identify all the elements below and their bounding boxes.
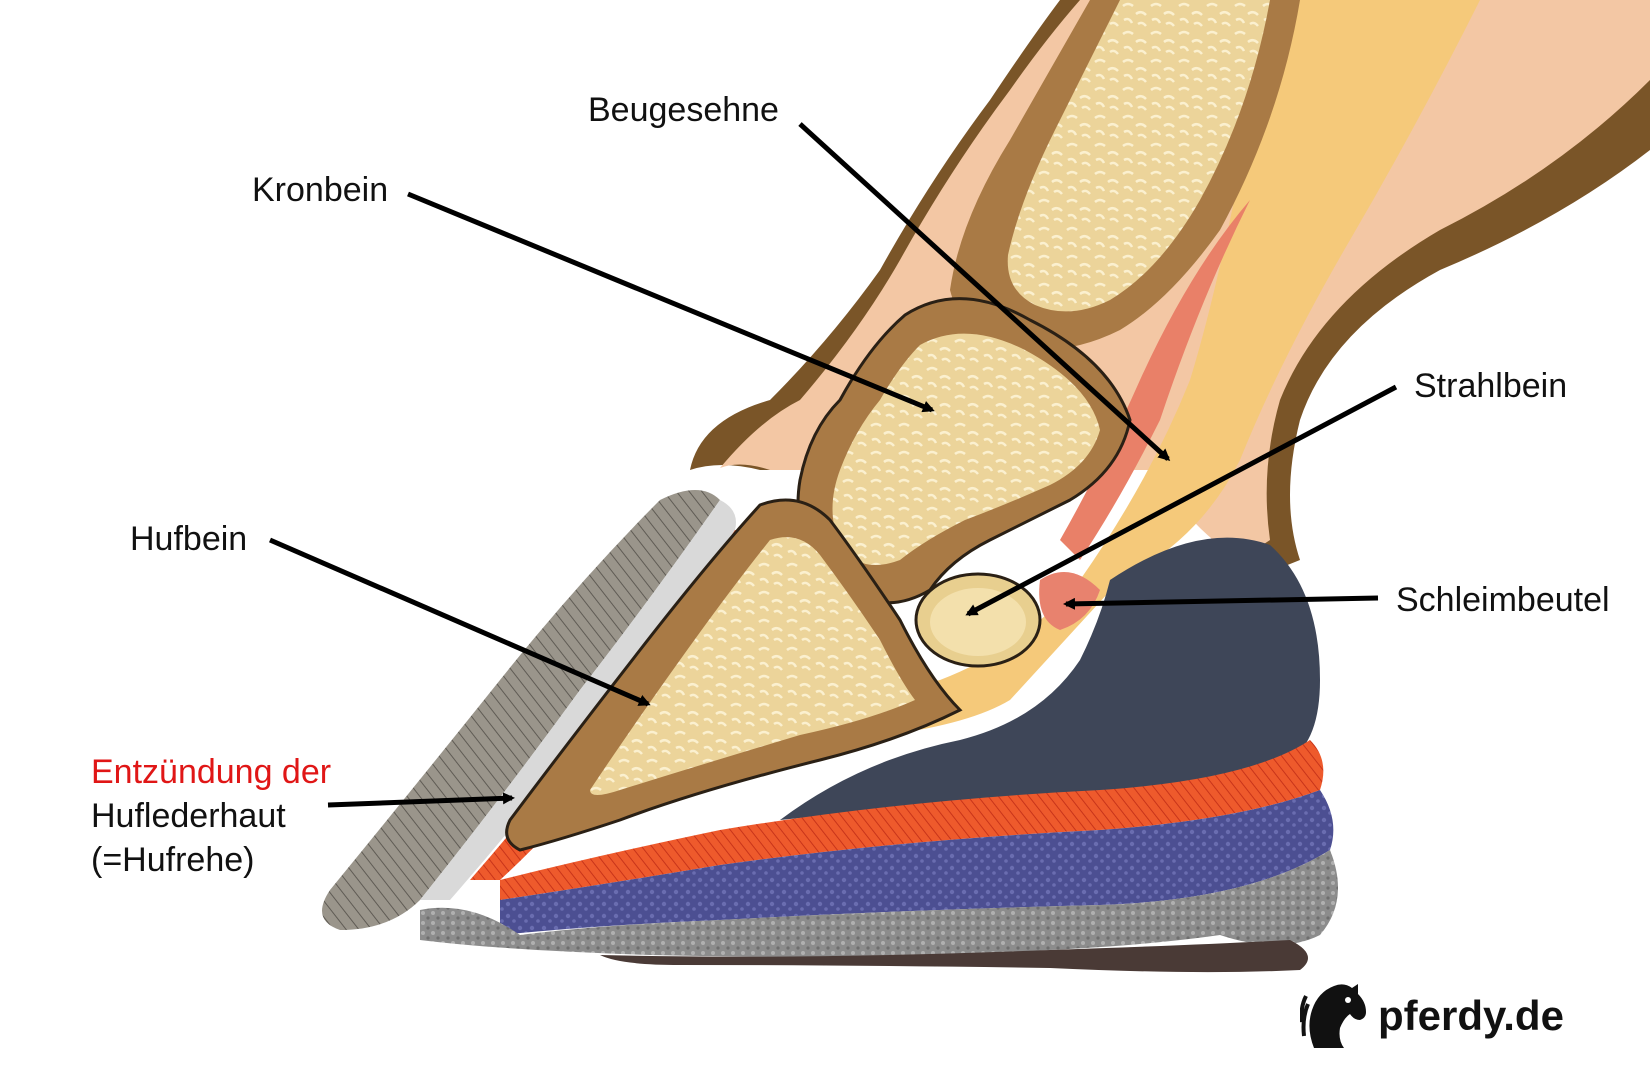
digital-cushion <box>780 537 1320 820</box>
flexor-tendon-shape <box>780 0 1480 740</box>
label-strahlbein: Strahlbein <box>1414 367 1568 405</box>
sole-laminae <box>500 740 1324 900</box>
arrow-strahlbein <box>965 384 1398 617</box>
sole <box>500 790 1334 935</box>
arrow-kronbein <box>407 191 935 413</box>
hoof-wall <box>322 490 720 930</box>
arrow-hufbein <box>269 537 651 707</box>
short-pastern-marrow <box>832 333 1100 565</box>
arrow-schleimbeutel <box>1063 595 1379 610</box>
label-entzuendung-line1: Entzündung der <box>91 753 332 791</box>
label-hufbein: Hufbein <box>130 520 248 558</box>
long-pastern-marrow <box>1007 0 1270 312</box>
label-entzuendung-line3: (=Hufrehe) <box>91 841 255 879</box>
frog-ground <box>420 850 1338 957</box>
label-beugesehne: Beugesehne <box>588 91 779 129</box>
coffin-marrow <box>590 537 915 795</box>
logo-text: pferdy.de <box>1378 992 1564 1039</box>
label-entzuendung-line2: Huflederhaut <box>91 797 286 835</box>
navicular-marrow <box>930 588 1026 656</box>
label-schleimbeutel: Schleimbeutel <box>1396 581 1610 619</box>
arrow-entzuendung <box>327 792 515 808</box>
pferdy-logo: pferdy.de <box>1300 978 1564 1054</box>
arrow-beugesehne <box>798 122 1171 462</box>
label-kronbein: Kronbein <box>252 171 389 209</box>
frog-bottom <box>600 940 1308 973</box>
horse-head-icon <box>1300 984 1366 1048</box>
